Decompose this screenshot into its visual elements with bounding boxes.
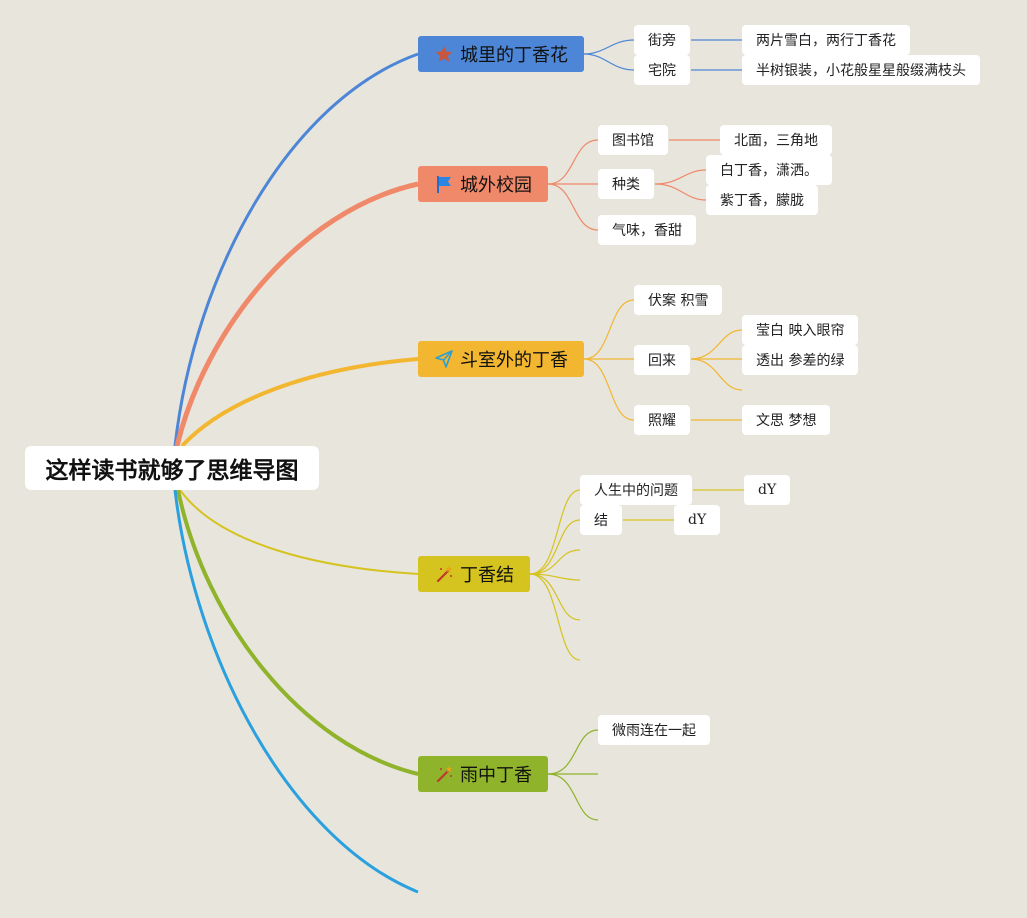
detail-yingbai[interactable]: 莹白 映入眼帘	[742, 315, 859, 345]
subtopic-jie[interactable]: 结	[580, 505, 622, 535]
sub-connectors-branch-1	[583, 39, 742, 71]
branch-connector-amber	[180, 357, 419, 448]
detail-wensi-mengxiang[interactable]: 文思 梦想	[742, 405, 831, 435]
subtopic-qiwei[interactable]: 气味，香甜	[598, 215, 696, 245]
subtopic-fuan-jixue[interactable]: 伏案 积雪	[634, 285, 723, 315]
sub-connectors-branch-2	[547, 139, 720, 231]
branch-connector-green	[176, 489, 419, 776]
branch-topic-2-label: 城外校园	[460, 175, 532, 196]
branch-topic-4-label: 丁香结	[460, 565, 514, 586]
flag-icon	[434, 174, 454, 194]
branch-topic-1[interactable]: 城里的丁香花	[418, 36, 584, 72]
sub-connectors-branch-3	[583, 299, 743, 421]
detail-banshu-yinzhuang[interactable]: 半树银装，小花般星星般缀满枝头	[742, 55, 980, 85]
root-topic[interactable]: 这样读书就够了思维导图	[25, 446, 319, 490]
branch-topic-5[interactable]: 雨中丁香	[418, 756, 548, 792]
branch-topic-5-label: 雨中丁香	[460, 765, 532, 786]
detail-dy-1[interactable]: dY	[744, 475, 791, 505]
magic-wand-icon	[434, 764, 454, 784]
branch-topic-4[interactable]: 丁香结	[418, 556, 530, 592]
star-icon	[434, 44, 454, 64]
subtopic-jiepang[interactable]: 街旁	[634, 25, 690, 55]
magic-wand-icon	[434, 564, 454, 584]
subtopic-zhonglei[interactable]: 种类	[598, 169, 654, 199]
detail-liangpian-xuebai[interactable]: 两片雪白，两行丁香花	[742, 25, 910, 55]
branch-topic-2[interactable]: 城外校园	[418, 166, 548, 202]
sub-connectors-branch-4	[529, 489, 744, 661]
subtopic-tushuguan[interactable]: 图书馆	[598, 125, 668, 155]
branch-topic-1-label: 城里的丁香花	[460, 45, 568, 66]
branch-connector-orange	[174, 181, 419, 447]
branch-connector-blue	[173, 52, 419, 447]
sub-connectors-branch-5	[547, 729, 599, 821]
paper-plane-icon	[434, 349, 454, 369]
detail-dy-2[interactable]: dY	[674, 505, 721, 535]
branch-connector-cyan	[173, 489, 419, 894]
subtopic-zhaoyao[interactable]: 照耀	[634, 405, 690, 435]
branch-connector-mustard	[179, 489, 419, 575]
detail-touchu[interactable]: 透出 参差的绿	[742, 345, 859, 375]
subtopic-rensheng-wenti[interactable]: 人生中的问题	[580, 475, 692, 505]
branch-topic-3[interactable]: 斗室外的丁香	[418, 341, 584, 377]
branch-topic-3-label: 斗室外的丁香	[460, 350, 568, 371]
subtopic-weiyu[interactable]: 微雨连在一起	[598, 715, 710, 745]
detail-beimian[interactable]: 北面，三角地	[720, 125, 832, 155]
detail-zi-dingxiang[interactable]: 紫丁香，朦胧	[706, 185, 818, 215]
detail-bai-dingxiang[interactable]: 白丁香，潇洒。	[706, 155, 832, 185]
subtopic-huilai[interactable]: 回来	[634, 345, 690, 375]
subtopic-zhaiyuan[interactable]: 宅院	[634, 55, 690, 85]
